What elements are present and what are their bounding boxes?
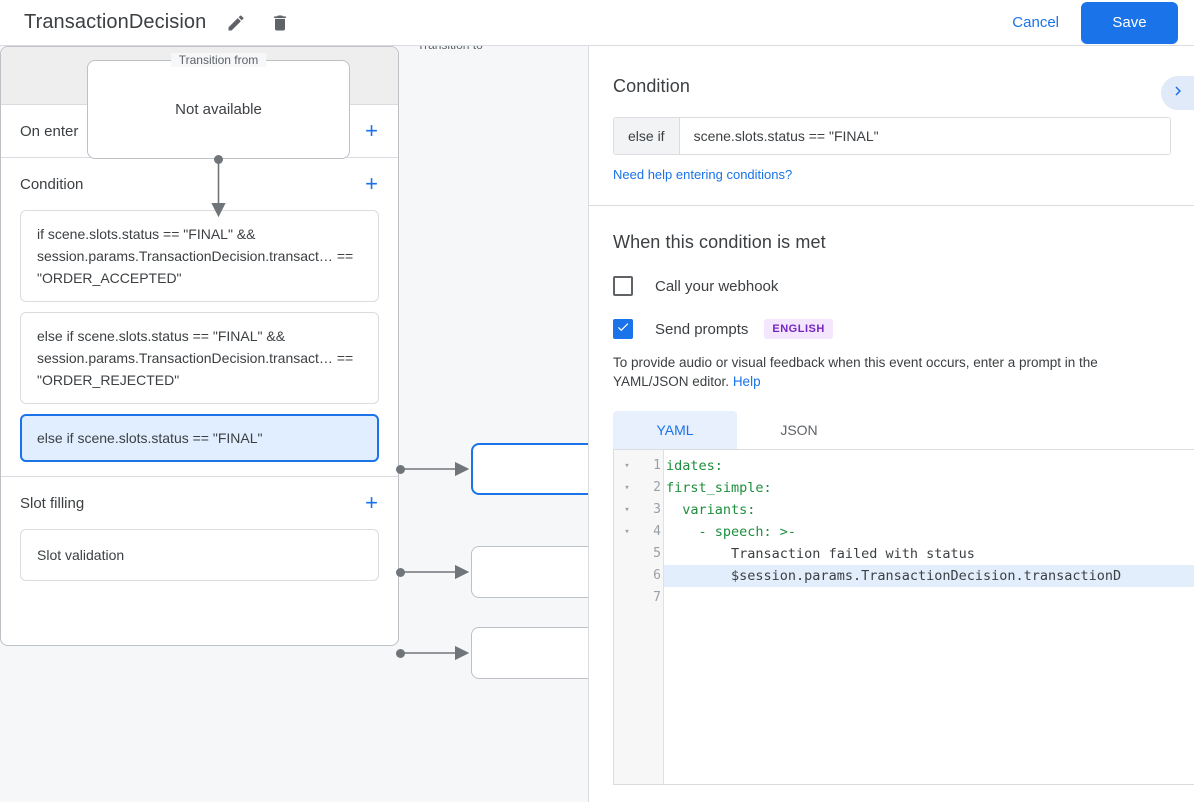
connector-dot-condition-1 — [396, 465, 405, 474]
condition-detail-panel: Condition else if Need help entering con… — [588, 46, 1194, 802]
section-title-condition: Condition — [20, 175, 84, 193]
code-line-text: idates: — [666, 458, 723, 474]
section-divider — [589, 205, 1194, 206]
add-on-enter-button[interactable]: + — [365, 118, 378, 143]
check-icon — [616, 320, 630, 339]
tab-yaml[interactable]: YAML — [613, 411, 737, 449]
pencil-icon — [226, 13, 246, 33]
prompt-helper-text: To provide audio or visual feedback when… — [613, 353, 1171, 391]
connector-dot-from — [214, 155, 223, 164]
send-prompts-label: Send prompts — [655, 320, 749, 338]
target-node-1[interactable] — [471, 443, 588, 495]
section-title-on-enter: On enter — [20, 122, 79, 140]
connector-dot-condition-3 — [396, 649, 405, 658]
condition-heading: Condition — [613, 76, 690, 96]
fold-toggle[interactable]: ▾ — [624, 461, 630, 471]
prompt-help-link[interactable]: Help — [732, 374, 761, 389]
code-line-highlighted: $session.params.TransactionDecision.tran… — [664, 565, 1194, 587]
code-line: - speech: >- — [664, 521, 1194, 543]
content-area: Transition from Not available Transition… — [0, 46, 1194, 802]
line-number: 7 — [653, 590, 661, 605]
condition-prefix-label: else if — [614, 118, 680, 154]
code-line-text: - speech: >- — [698, 524, 797, 540]
target-node-2[interactable] — [471, 546, 588, 598]
code-line: idates: — [664, 455, 1194, 477]
section-header-condition: Condition + — [1, 158, 398, 210]
trash-icon — [270, 13, 290, 33]
condition-expression-input[interactable] — [679, 118, 1170, 154]
webhook-row[interactable]: Call your webhook — [613, 276, 1170, 296]
code-line: Transaction failed with status — [664, 543, 1194, 565]
fold-spacer — [614, 543, 640, 565]
section-header-on-enter: On enter + — [1, 105, 398, 157]
add-slot-filling-button[interactable]: + — [365, 490, 378, 515]
line-number: 4 — [653, 524, 661, 539]
line-number: 5 — [653, 546, 661, 561]
condition-item[interactable]: else if scene.slots.status == "FINAL" &&… — [20, 312, 379, 404]
condition-help-link[interactable]: Need help entering conditions? — [613, 167, 793, 182]
section-slot-filling: Slot filling + Slot validation — [1, 477, 398, 595]
fold-spacer — [614, 587, 640, 609]
transition-from-legend: Transition from — [170, 53, 267, 67]
call-webhook-label: Call your webhook — [655, 277, 779, 295]
fold-spacer — [614, 565, 640, 587]
slot-filling-item[interactable]: Slot validation — [20, 529, 379, 581]
when-condition-met-section: When this condition is met Call your web… — [589, 206, 1194, 785]
prompt-helper-sentence: To provide audio or visual feedback when… — [613, 355, 1098, 389]
when-condition-heading: When this condition is met — [613, 232, 826, 252]
editor-format-tabs: YAML JSON — [613, 411, 1170, 449]
condition-section: Condition else if Need help entering con… — [589, 46, 1194, 184]
tab-json[interactable]: JSON — [780, 422, 818, 438]
page-title: TransactionDecision — [24, 11, 207, 33]
condition-editor-row: else if — [613, 117, 1171, 155]
section-header-slot-filling: Slot filling + — [1, 477, 398, 529]
section-condition: Condition + if scene.slots.status == "FI… — [1, 158, 398, 477]
fold-toggle[interactable]: ▾ — [624, 527, 630, 537]
call-webhook-checkbox[interactable] — [613, 276, 633, 296]
edit-name-button[interactable] — [222, 9, 250, 37]
send-prompts-row[interactable]: Send prompts ENGLISH — [613, 319, 1170, 339]
language-badge: ENGLISH — [764, 319, 833, 339]
condition-item-selected[interactable]: else if scene.slots.status == "FINAL" — [20, 414, 379, 462]
send-prompts-checkbox[interactable] — [613, 319, 633, 339]
code-line-text: Transaction failed with status — [731, 546, 975, 562]
editor-line-numbers: 1 2 3 4 5 6 7 — [640, 450, 664, 784]
code-line — [664, 587, 1194, 609]
chevron-right-icon — [1169, 82, 1187, 105]
code-line: first_simple: — [664, 477, 1194, 499]
cancel-button[interactable]: Cancel — [1000, 6, 1071, 39]
line-number: 6 — [653, 568, 661, 583]
condition-item[interactable]: if scene.slots.status == "FINAL" && sess… — [20, 210, 379, 302]
transition-from-value: Not available — [175, 101, 262, 118]
top-app-bar: TransactionDecision Cancel Save — [0, 0, 1194, 46]
fold-toggle[interactable]: ▾ — [624, 505, 630, 515]
code-line-text: variants: — [682, 502, 756, 518]
graph-canvas: Transition from Not available Transition… — [0, 46, 588, 802]
code-line-text: first_simple: — [666, 480, 772, 496]
line-number: 1 — [653, 458, 661, 473]
fold-toggle[interactable]: ▾ — [624, 483, 630, 493]
scene-graph-pane[interactable]: Transition from Not available Transition… — [0, 46, 588, 802]
expand-panel-button[interactable] — [1161, 76, 1194, 110]
delete-button[interactable] — [266, 9, 294, 37]
code-line-text: $session.params.TransactionDecision.tran… — [731, 568, 1122, 584]
yaml-code-editor[interactable]: ▾ ▾ ▾ ▾ 1 2 3 4 5 6 7 — [613, 449, 1194, 785]
code-line: variants: — [664, 499, 1194, 521]
add-condition-button[interactable]: + — [365, 171, 378, 196]
save-button[interactable]: Save — [1081, 1, 1178, 44]
transition-from-node[interactable]: Transition from Not available — [87, 53, 350, 159]
target-node-3[interactable] — [471, 627, 588, 679]
editor-code-area[interactable]: idates: first_simple: variants: - speech… — [664, 450, 1194, 784]
section-title-slot-filling: Slot filling — [20, 494, 85, 512]
line-number: 3 — [653, 502, 661, 517]
connector-dot-condition-2 — [396, 568, 405, 577]
line-number: 2 — [653, 480, 661, 495]
editor-fold-gutter[interactable]: ▾ ▾ ▾ ▾ — [614, 450, 640, 784]
